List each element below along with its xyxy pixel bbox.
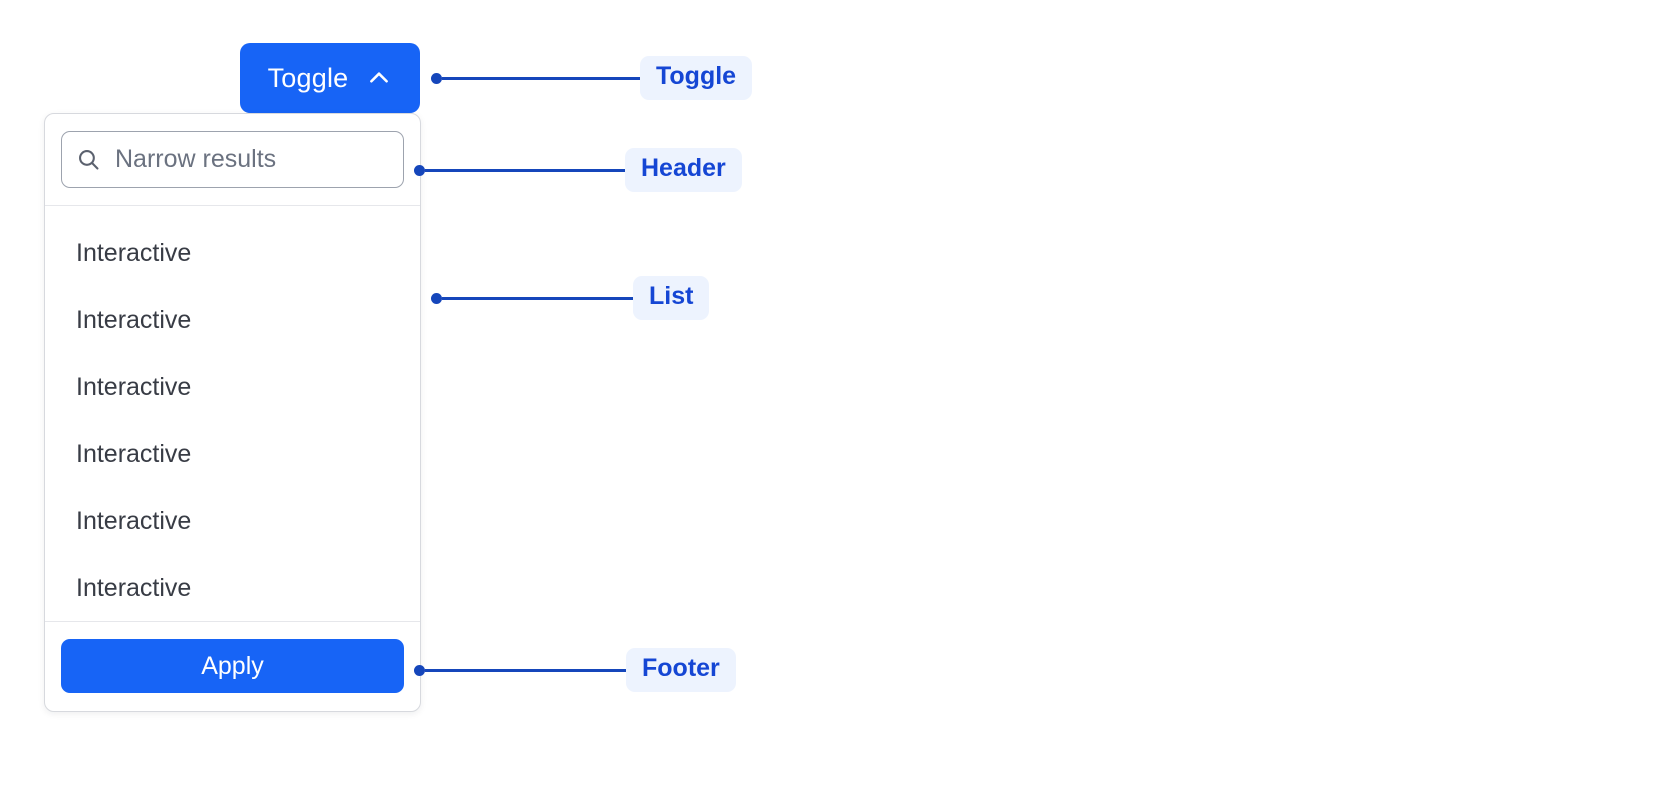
list-item[interactable]: Interactive [45, 287, 420, 354]
dropdown-panel: Interactive Interactive Interactive Inte… [44, 113, 421, 712]
dropdown-list: Interactive Interactive Interactive Inte… [45, 206, 420, 621]
callout-label: Footer [626, 648, 736, 692]
callout-leader-line [442, 296, 633, 300]
chevron-up-icon [366, 65, 392, 91]
toggle-button-label: Toggle [267, 62, 349, 93]
callout-dot [431, 292, 442, 304]
list-item[interactable]: Interactive [45, 421, 420, 488]
list-item[interactable]: Interactive [45, 354, 420, 421]
list-item-label: Interactive [76, 574, 192, 602]
list-item-label: Interactive [76, 373, 192, 401]
callout-label: Header [625, 148, 742, 192]
callout-dot [414, 164, 425, 176]
apply-button[interactable]: Apply [61, 639, 404, 693]
toggle-button[interactable]: Toggle [240, 43, 420, 113]
callout-dot [414, 664, 425, 676]
callout-leader-line [442, 76, 640, 80]
list-item-label: Interactive [76, 507, 192, 535]
list-item-label: Interactive [76, 440, 192, 468]
search-icon [76, 147, 101, 172]
callout-label: List [633, 276, 710, 320]
callout-label: Toggle [640, 56, 753, 100]
list-item[interactable]: Interactive [45, 220, 420, 287]
list-item-label: Interactive [76, 306, 192, 334]
dropdown-header [45, 114, 420, 206]
callout-leader-line [425, 668, 626, 672]
callout-leader-line [425, 168, 625, 172]
list-item-label: Interactive [76, 239, 192, 267]
callout-dot [431, 72, 442, 84]
dropdown-footer: Apply [45, 621, 420, 711]
list-item[interactable]: Interactive [45, 555, 420, 621]
list-item[interactable]: Interactive [45, 488, 420, 555]
search-field[interactable] [61, 131, 404, 188]
search-input[interactable] [101, 132, 403, 187]
